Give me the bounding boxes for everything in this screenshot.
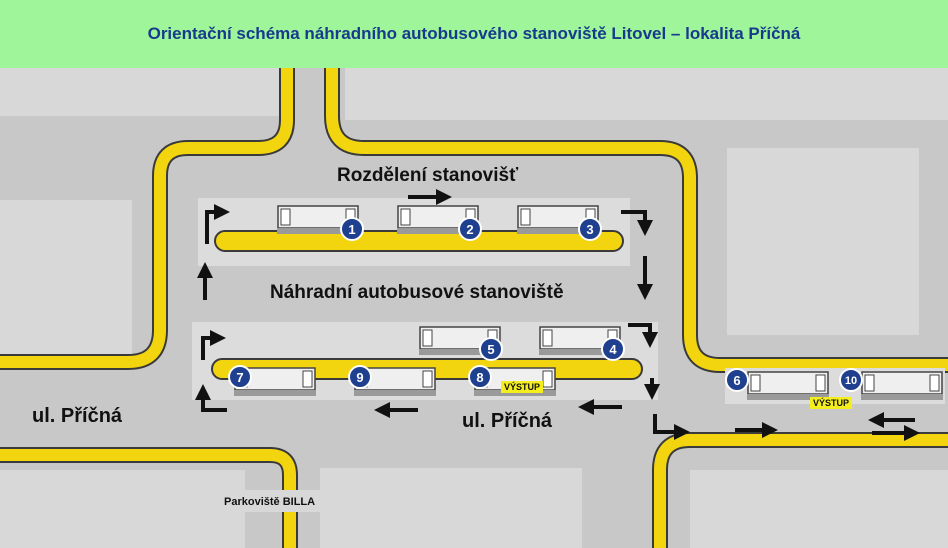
stop-8-marker: [468, 365, 492, 389]
stop-4-number: 4: [609, 342, 617, 357]
stop-3-marker: [578, 217, 602, 241]
arrow-turn-right-icon: [205, 204, 230, 244]
stop-6-marker: [725, 368, 749, 392]
arrow-turn-down-icon: [628, 323, 658, 348]
map-canvas: 1 2 3 4 5 6 7 8 9 10: [0, 68, 948, 548]
exit-label-stop-8: VÝSTUP: [501, 381, 544, 393]
bus-stop-6-vehicle: [746, 371, 830, 401]
stop-1-number: 1: [348, 222, 355, 237]
stop-9-number: 9: [356, 370, 363, 385]
block-left: [0, 200, 132, 355]
stop-4-marker: [601, 337, 625, 361]
section-label-rozdeleni: Rozdělení stanovišť: [337, 165, 519, 186]
block-top-right: [345, 68, 948, 120]
exit-label-stop-10: VÝSTUP: [810, 397, 853, 409]
bus-stop-10-vehicle: [860, 371, 944, 401]
block-bottom-right: [690, 470, 948, 548]
stop-2-number: 2: [466, 222, 473, 237]
stop-2-marker: [458, 217, 482, 241]
title-banner: Orientační schéma náhradního autobusovéh…: [0, 0, 948, 68]
stop-6-number: 6: [733, 373, 740, 388]
street-label-left: ul. Příčná: [32, 405, 123, 427]
stop-10-number: 10: [845, 375, 857, 387]
stop-5-number: 5: [487, 342, 494, 357]
page-title: Orientační schéma náhradního autobusovéh…: [147, 24, 801, 43]
stop-10-marker: [839, 368, 863, 392]
arrow-turn-up-icon: [195, 384, 227, 412]
stop-3-number: 3: [586, 222, 593, 237]
street-label-center: ul. Příčná: [462, 410, 553, 432]
arrow-turn-right-icon: [653, 414, 690, 440]
section-label-nahradni: Náhradní autobusové stanoviště: [270, 282, 564, 303]
parking-label-box: [200, 490, 322, 512]
stop-7-number: 7: [236, 370, 243, 385]
stop-1-marker: [340, 217, 364, 241]
stop-8-number: 8: [476, 370, 483, 385]
block-bottom-center: [320, 468, 582, 548]
arrow-turn-down-icon: [621, 210, 653, 236]
block-right: [727, 148, 919, 335]
stop-9-marker: [348, 365, 372, 389]
parking-label: Parkoviště BILLA: [224, 496, 316, 508]
stop-5-marker: [479, 337, 503, 361]
stop-7-marker: [228, 365, 252, 389]
arrow-turn-right-icon: [201, 330, 226, 360]
direction-arrows: [195, 189, 920, 441]
block-top-left: [0, 68, 283, 116]
